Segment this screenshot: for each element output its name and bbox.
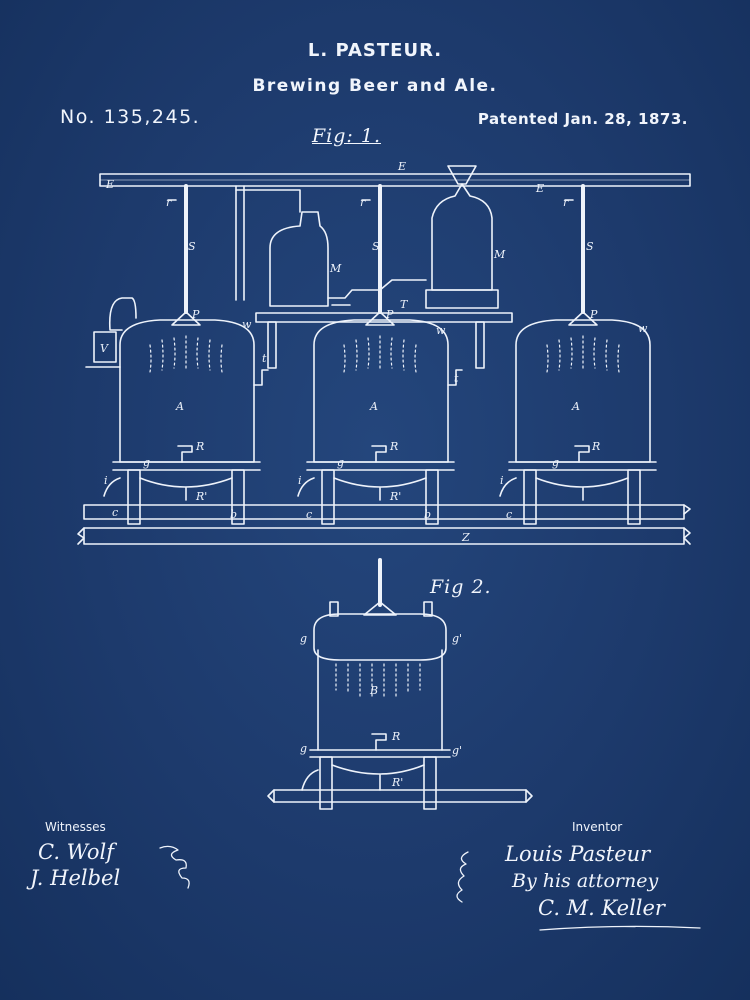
label-p1: P <box>191 308 200 321</box>
label-r2: R <box>389 440 398 453</box>
label-e-left: E <box>105 178 114 191</box>
label-w1: w <box>242 318 252 331</box>
label-c1: c <box>112 506 118 519</box>
label-p3: P <box>589 308 598 321</box>
spray-droplets-fig1 <box>149 335 620 373</box>
witness-signature-1: C. Wolf <box>38 840 114 864</box>
label-tray-t: T <box>400 298 409 311</box>
label-m1: M <box>329 262 342 275</box>
floor-beams <box>77 504 691 545</box>
inventor-name: L. PASTEUR. <box>307 40 443 61</box>
label-fig2-r-prime: R' <box>391 776 403 789</box>
label-a3: A <box>571 400 580 413</box>
label-w2: w <box>436 324 446 337</box>
fermenting-tank-3 <box>499 184 657 525</box>
label-r-pipe3: r <box>563 196 569 209</box>
label-r-pipe1: r <box>166 196 172 209</box>
label-e-right: E <box>535 182 544 195</box>
inventor-signature: Louis Pasteur <box>505 842 651 866</box>
fermenting-tank-1 <box>85 184 269 525</box>
label-tank-b: B <box>369 684 378 697</box>
label-s2: S <box>372 240 380 253</box>
fermenting-tank-2 <box>297 184 463 525</box>
label-r3: R <box>591 440 600 453</box>
label-fig2-g-prime-high: g' <box>452 632 462 645</box>
signature-flourishes <box>159 845 701 931</box>
label-fig2-g-top: g <box>300 632 307 645</box>
label-r-pipe2: r <box>360 196 366 209</box>
spray-droplets-fig2 <box>335 663 421 699</box>
label-e-mid: E <box>397 160 406 173</box>
fig1-label: Fig: 1. <box>312 125 381 147</box>
witness-signature-2: J. Helbel <box>30 866 121 890</box>
fig2-label: Fig 2. <box>430 576 492 598</box>
label-c2: c <box>306 508 312 521</box>
label-fig2-g-prime-low: g' <box>452 744 462 757</box>
by-attorney-line: By his attorney <box>512 870 659 892</box>
overhead-pipe-e <box>99 173 691 187</box>
attorney-signature: C. M. Keller <box>538 896 665 920</box>
label-floor-z: Z <box>461 531 470 544</box>
label-fig2-r: R <box>391 730 400 743</box>
label-b2: b <box>424 508 431 521</box>
label-s1: S <box>188 240 196 253</box>
label-s3: S <box>586 240 594 253</box>
fig2-tank-b <box>267 558 533 810</box>
label-a1: A <box>175 400 184 413</box>
label-tank-v: V <box>100 342 109 355</box>
label-g3: g <box>552 456 559 469</box>
witnesses-label: Witnesses <box>45 820 106 834</box>
patented-date: Patented Jan. 28, 1873. <box>477 110 688 128</box>
label-g2: g <box>337 456 344 469</box>
label-fig2-g: g <box>300 742 307 755</box>
inventor-label: Inventor <box>572 820 623 834</box>
label-i1: i <box>104 474 108 487</box>
label-w3: w <box>638 322 648 335</box>
patent-title: Brewing Beer and Ale. <box>252 76 498 96</box>
label-b1: b <box>230 508 237 521</box>
label-p2: P <box>385 308 394 321</box>
patent-number: No. 135,245. <box>60 106 201 128</box>
label-t2: t <box>454 372 459 385</box>
supply-tray <box>235 165 513 369</box>
label-t1: t <box>262 352 267 365</box>
label-i2: i <box>298 474 302 487</box>
label-a2: A <box>369 400 378 413</box>
label-r1: R <box>195 440 204 453</box>
label-c3: c <box>506 508 512 521</box>
label-i3: i <box>500 474 504 487</box>
label-r1-prime: R' <box>195 490 207 503</box>
label-r2-prime: R' <box>389 490 401 503</box>
label-m2: M <box>493 248 506 261</box>
label-g1: g <box>143 456 150 469</box>
